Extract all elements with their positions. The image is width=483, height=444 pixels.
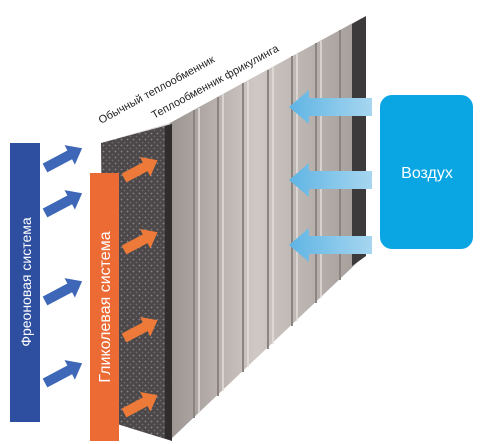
freon-arrow-icon <box>42 360 83 388</box>
air-arrow-icon <box>289 163 372 197</box>
exchanger-back-edge <box>352 16 366 266</box>
freon-system-bar: Фреоновая система <box>10 143 40 422</box>
glycol-system-label: Гликолевая система <box>97 231 114 382</box>
air-label: Воздух <box>401 165 453 182</box>
air-arrow-icon <box>289 90 372 124</box>
glycol-arrow-icon <box>121 157 158 183</box>
freon-arrow-icon <box>42 190 83 218</box>
air-box: Воздух <box>380 95 473 249</box>
heat-exchanger-block <box>101 16 366 441</box>
glycol-arrow-icon <box>121 229 158 255</box>
glycol-arrows <box>121 157 158 418</box>
freon-arrows <box>42 145 83 388</box>
glycol-arrow-icon <box>121 392 158 418</box>
freon-arrow-icon <box>42 278 83 306</box>
glycol-system-bar: Гликолевая система <box>90 173 119 441</box>
air-arrow-icon <box>289 228 372 262</box>
air-arrows <box>289 90 372 262</box>
freon-system-label: Фреоновая система <box>18 217 34 347</box>
glycol-arrow-icon <box>121 317 158 343</box>
freon-arrow-icon <box>42 145 83 173</box>
